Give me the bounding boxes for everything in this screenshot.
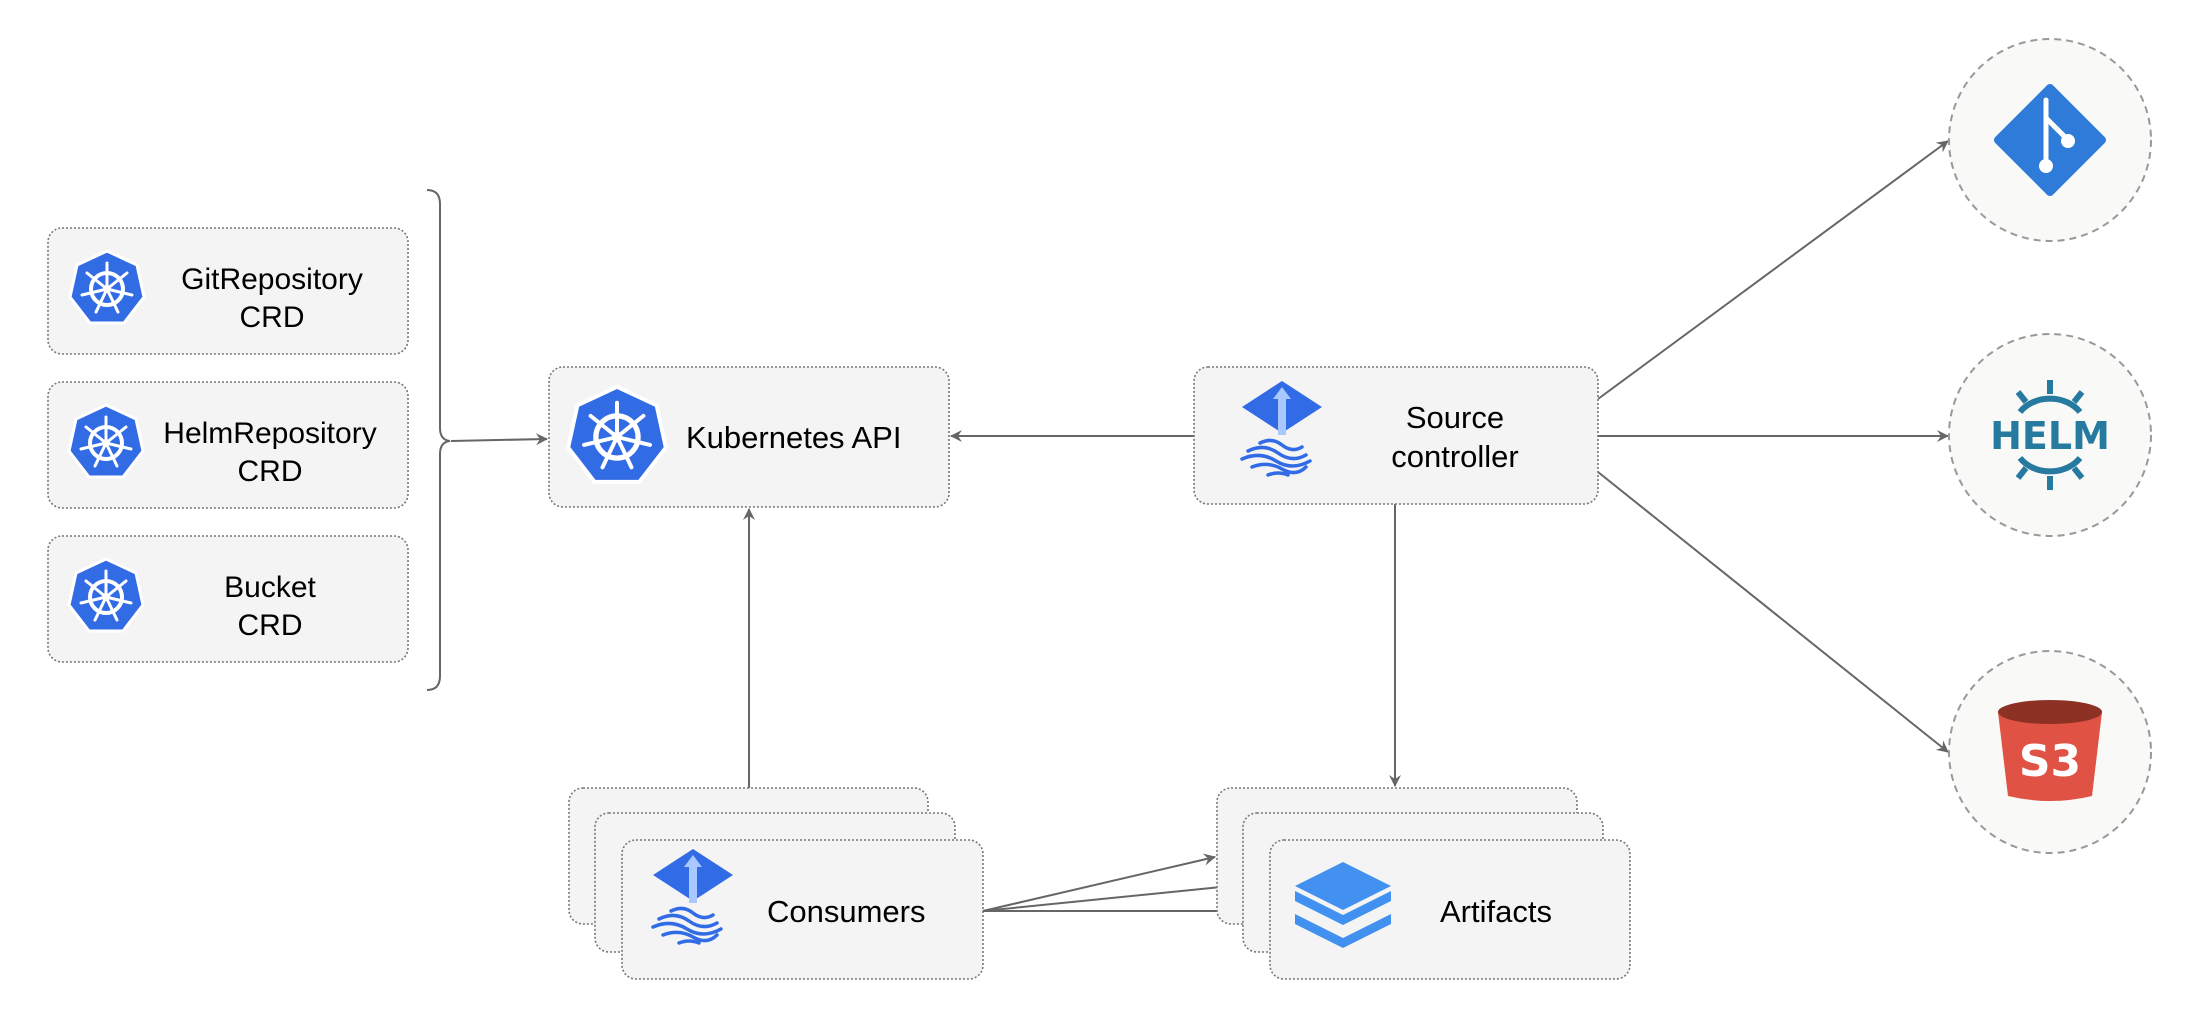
crd-sublabel: CRD [238, 455, 303, 488]
edge-crds-to-k8s-api [450, 433, 548, 446]
layers-icon [1295, 862, 1391, 948]
s3-logo-text: S3 [2019, 736, 2081, 787]
edge-consumers-to-artifacts [982, 880, 1242, 912]
crd-label: GitRepository [181, 263, 363, 296]
artifacts-label: Artifacts [1440, 894, 1552, 929]
crd-label: HelmRepository [163, 417, 376, 450]
edge-source-to-git [1597, 140, 1949, 400]
kubernetes-icon [568, 387, 666, 482]
s3-bucket-icon [1998, 700, 2102, 801]
crd-bucket[interactable]: Bucket CRD [47, 535, 409, 663]
kubernetes-icon [67, 403, 145, 479]
crd-brace [426, 189, 451, 691]
git-icon [1994, 84, 2106, 196]
edge-source-to-s3 [1597, 471, 1949, 753]
consumers-label: Consumers [767, 894, 926, 929]
source-controller-sublabel: controller [1391, 439, 1519, 474]
crd-label: Bucket [224, 571, 316, 604]
crd-gitrepository[interactable]: GitRepository CRD [47, 227, 409, 355]
consumers-node[interactable]: Consumers [568, 787, 984, 980]
edge-consumers-to-artifacts [982, 853, 1216, 912]
crd-sublabel: CRD [238, 609, 303, 642]
kubernetes-api-node[interactable]: Kubernetes API [548, 366, 950, 508]
crd-helmrepository[interactable]: HelmRepository CRD [47, 381, 409, 509]
helm-logo-text: HELM [1990, 414, 2110, 458]
kubernetes-icon [68, 249, 146, 325]
source-controller-label: Source [1406, 400, 1504, 435]
crd-sublabel: CRD [240, 301, 305, 334]
source-controller-node[interactable]: Source controller [1193, 366, 1599, 505]
helm-source[interactable]: HELM [1948, 333, 2152, 537]
git-source[interactable] [1948, 38, 2152, 242]
artifacts-node[interactable]: Artifacts [1216, 787, 1631, 980]
kubernetes-api-label: Kubernetes API [686, 420, 901, 455]
helm-icon [2015, 380, 2085, 490]
s3-source[interactable]: S3 [1948, 650, 2152, 854]
kubernetes-icon [67, 557, 145, 633]
